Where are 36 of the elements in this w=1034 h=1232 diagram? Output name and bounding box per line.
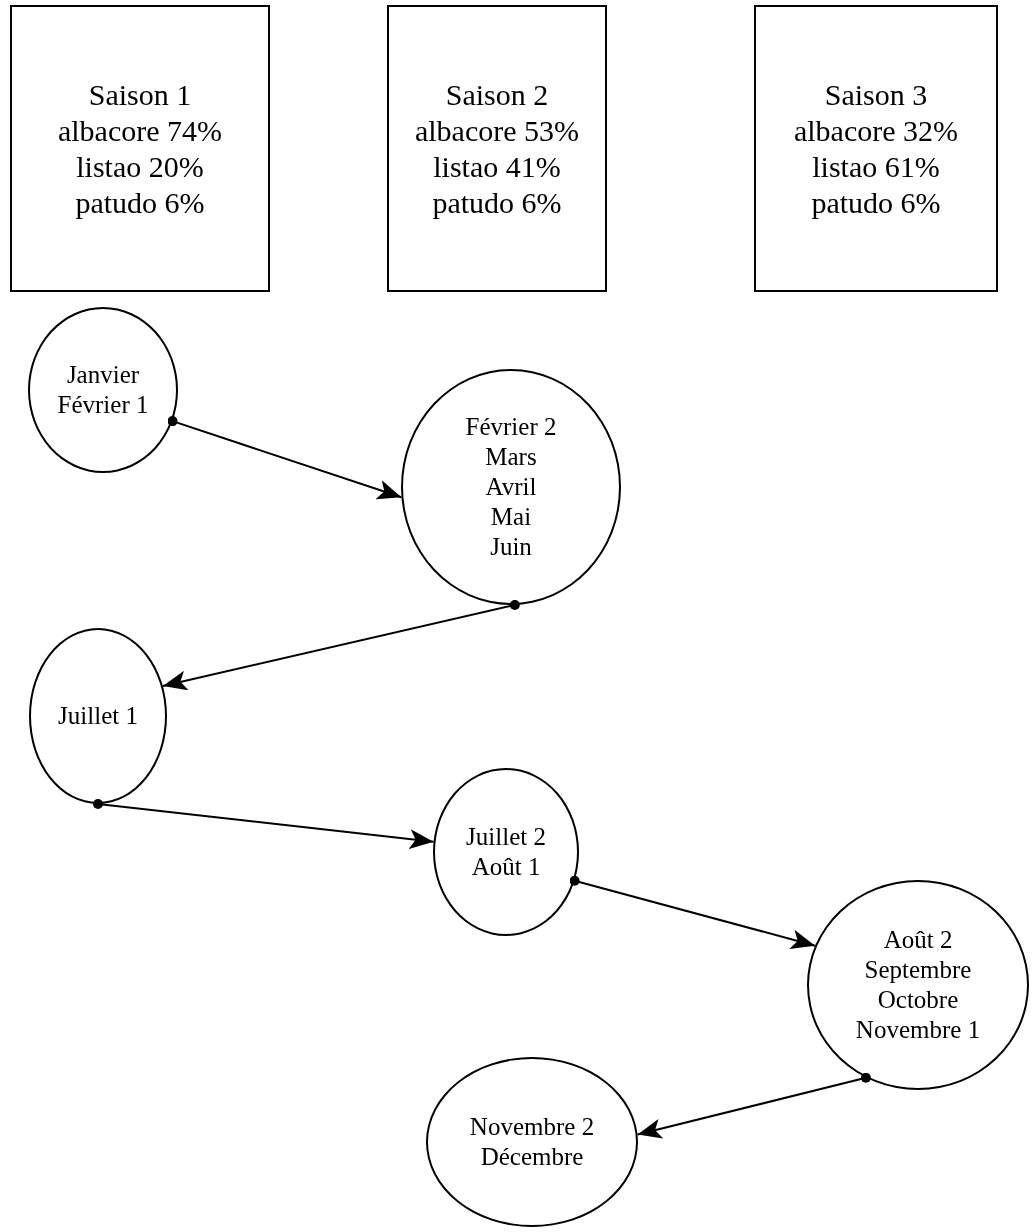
node-text: listao 20% <box>76 148 204 185</box>
node-text: Juillet 1 <box>58 701 138 731</box>
node-text: Janvier <box>66 360 140 390</box>
node-text: albacore 32% <box>793 112 959 149</box>
node-text: Novembre 2 <box>469 1112 595 1142</box>
node-text: patudo 6% <box>75 184 205 221</box>
node-text: Saison 3 <box>824 76 928 113</box>
node-text: listao 41% <box>433 148 561 185</box>
node-text: Février 1 <box>57 390 149 420</box>
season-box <box>10 5 270 292</box>
node-text: Mars <box>485 442 537 472</box>
node-text: Août 1 <box>471 852 541 882</box>
node-text: Août 2 <box>883 925 953 955</box>
arrow <box>167 416 403 500</box>
node-text: Février 2 <box>465 412 557 442</box>
node-text: Octobre <box>877 985 959 1015</box>
node-text: Avril <box>485 472 537 502</box>
node-text: Mai <box>490 502 532 532</box>
season-box <box>387 5 607 292</box>
node-text: Décembre <box>480 1142 584 1172</box>
node-text: patudo 6% <box>432 184 562 221</box>
node-text: Novembre 1 <box>855 1015 981 1045</box>
node-text: Juillet 2 <box>466 822 546 852</box>
node-text: Saison 1 <box>88 76 192 113</box>
arrow <box>569 875 817 950</box>
node-text: albacore 74% <box>57 112 223 149</box>
node-text: patudo 6% <box>811 184 941 221</box>
node-text: albacore 53% <box>414 112 580 149</box>
arrow <box>636 1072 871 1139</box>
node-text: Saison 2 <box>445 76 549 113</box>
season-box <box>754 5 998 292</box>
node-text: Septembre <box>864 955 972 985</box>
node-text: listao 61% <box>812 148 940 185</box>
arrow <box>93 799 435 849</box>
arrow <box>161 599 520 691</box>
node-text: Juin <box>490 532 532 562</box>
